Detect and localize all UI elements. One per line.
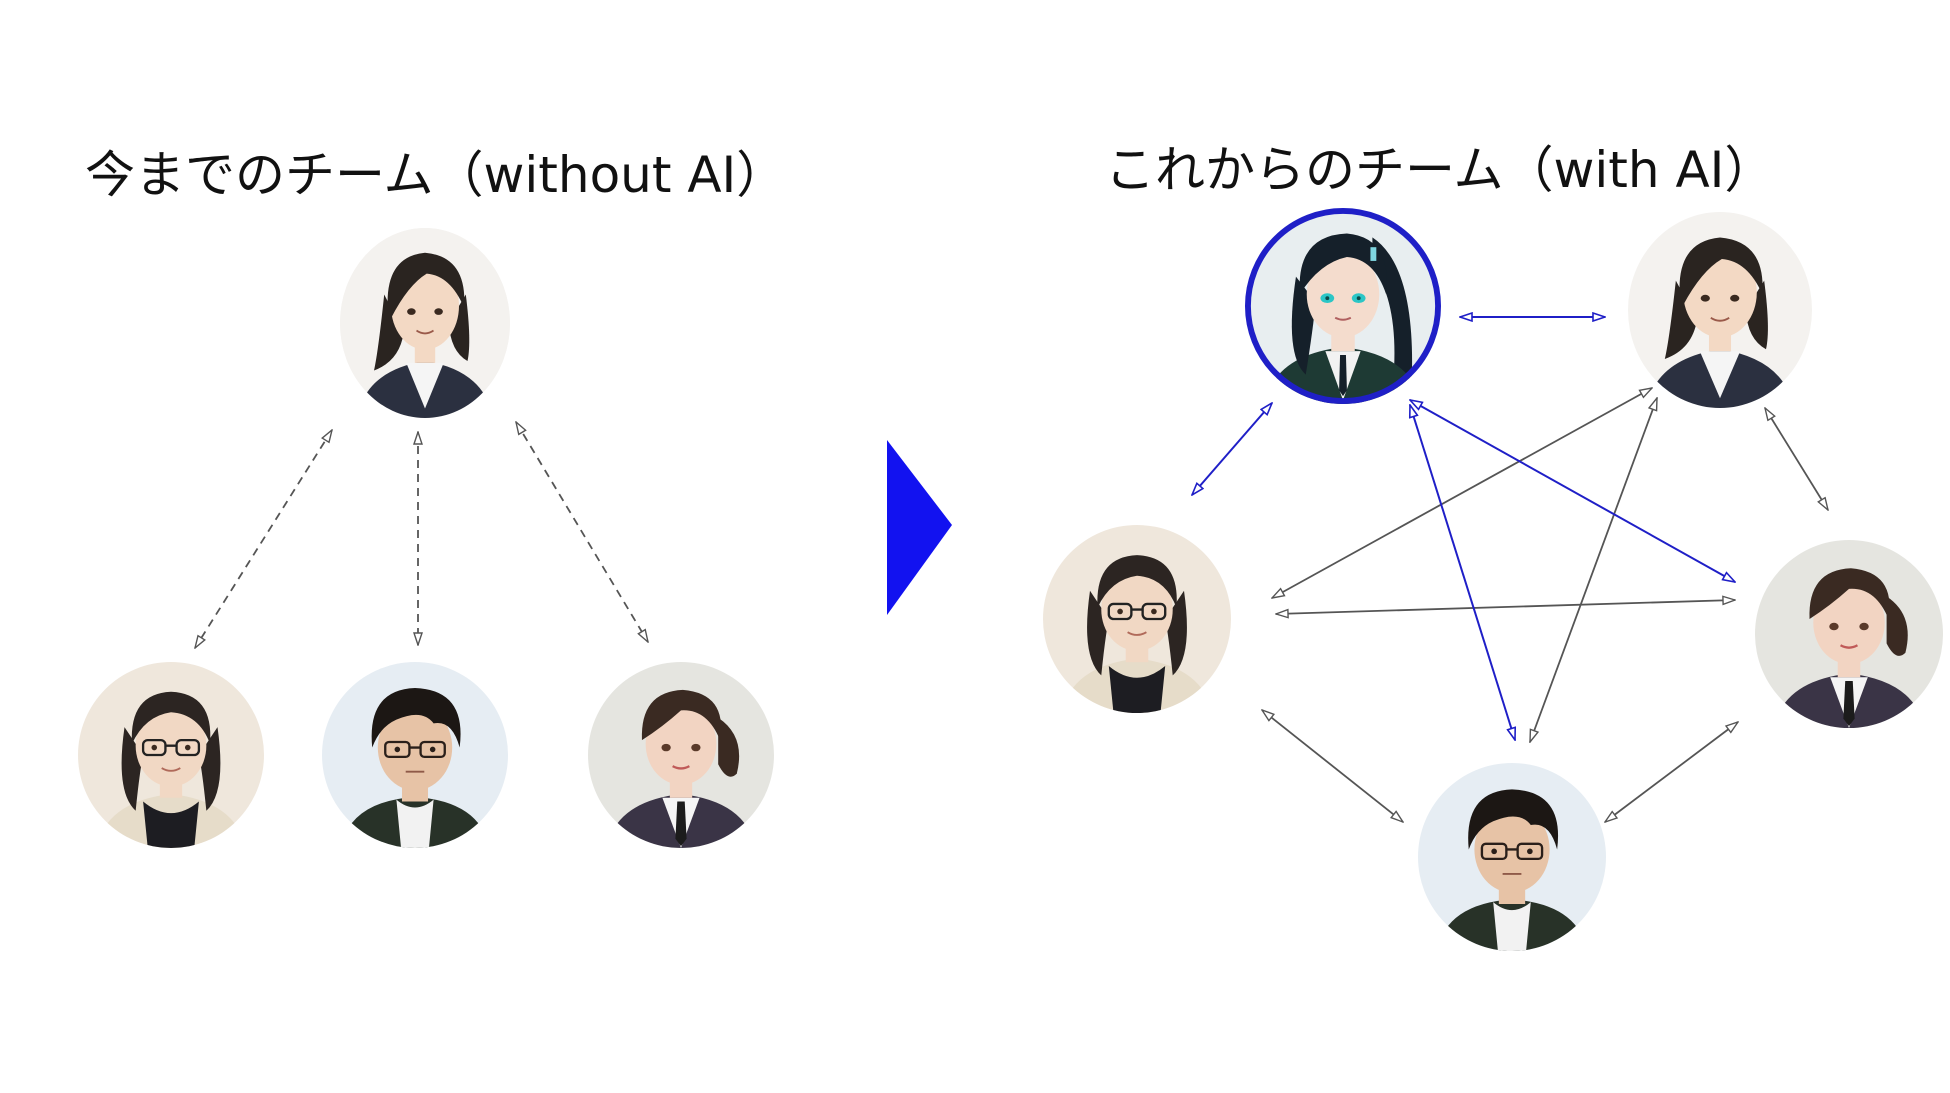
left-team [78, 228, 774, 848]
woman-glasses-portrait-icon [1043, 525, 1231, 713]
link-woman-tie-man-glasses [1605, 722, 1738, 822]
link-woman-glasses-man-glasses [1262, 710, 1403, 822]
link-leader-woman-glasses [195, 430, 332, 648]
ai-girl-portrait-icon [1245, 208, 1441, 404]
link-leader-woman-tie [1765, 408, 1828, 510]
right-team-title: これからのチーム（with AI） [1105, 141, 1775, 199]
right-human-links [1262, 388, 1828, 822]
leader-portrait-icon [1628, 212, 1812, 408]
link-ai-woman-glasses [1192, 403, 1272, 495]
right-team [1043, 208, 1943, 951]
left-team-title: 今までのチーム（without AI） [85, 146, 787, 204]
link-woman-glasses-woman-tie [1276, 600, 1735, 614]
left-leader-node [340, 228, 510, 418]
link-leader-man-glasses [1529, 398, 1658, 742]
woman-tie-portrait-icon [1755, 540, 1943, 728]
link-ai-man-glasses [1410, 405, 1515, 740]
leader-portrait-icon [340, 228, 510, 418]
link-leader-woman-tie [516, 422, 648, 642]
man-glasses-portrait-icon [1418, 763, 1606, 951]
ai-node [1245, 208, 1441, 404]
woman-glasses-portrait-icon [78, 662, 264, 848]
man-glasses-portrait-icon [322, 662, 508, 848]
transition-arrow-icon [887, 440, 952, 615]
right-ai-links [1192, 317, 1735, 740]
left-links [195, 422, 648, 648]
link-ai-woman-tie [1410, 400, 1735, 582]
woman-tie-portrait-icon [588, 662, 774, 848]
